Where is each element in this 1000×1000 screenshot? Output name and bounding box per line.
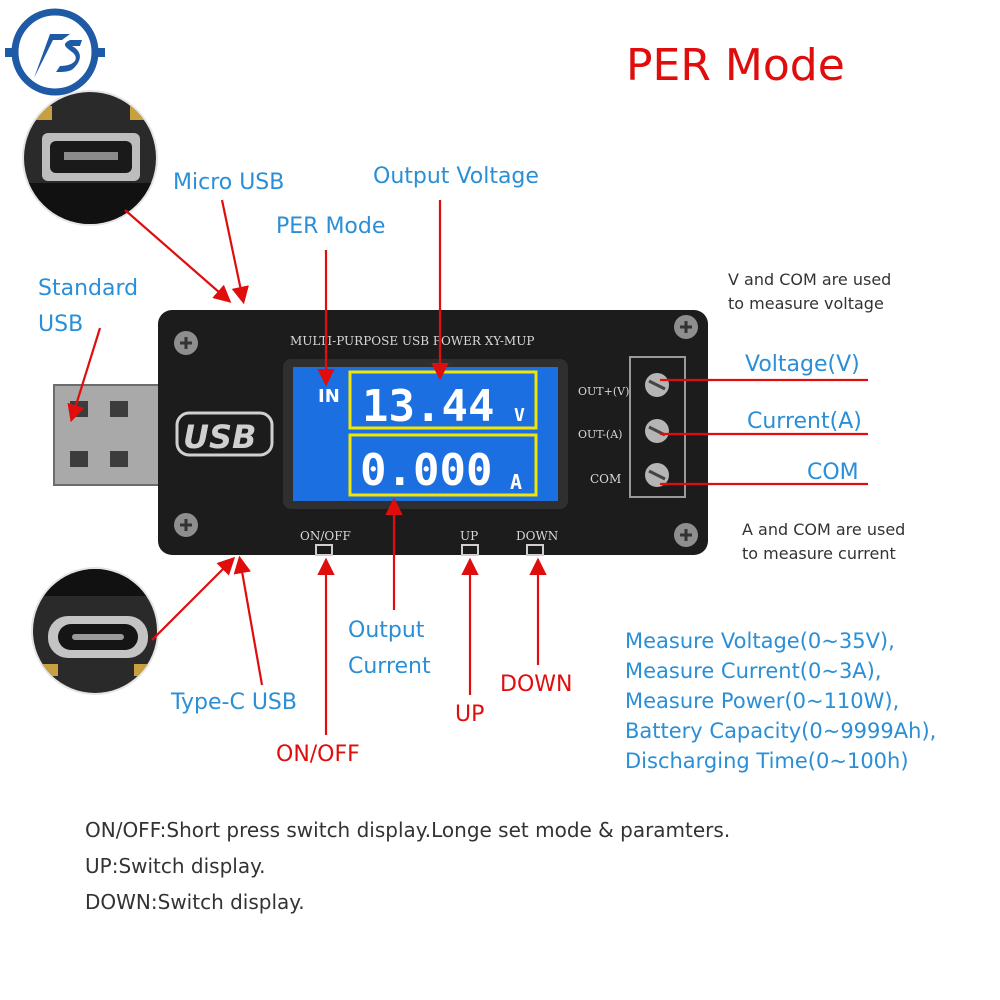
footer-line-down: DOWN:Switch display. <box>85 890 305 914</box>
lcd-voltage-unit: V <box>514 405 525 426</box>
arrow-type-c-photo <box>151 556 236 641</box>
down-button[interactable] <box>526 544 544 556</box>
spec-item: Measure Voltage(0~35V), <box>625 629 895 653</box>
on-off-button[interactable] <box>315 544 333 556</box>
lcd-mode-indicator: IN <box>318 386 340 407</box>
label-type-c-usb: Type-C USB <box>171 690 297 715</box>
terminal-label-out-plus: OUT+(V) <box>578 385 629 398</box>
note-current-line2: to measure current <box>742 544 896 563</box>
lcd-voltage-value: 13.44 <box>362 381 494 432</box>
label-output-voltage: Output Voltage <box>373 164 539 189</box>
arrow-type-c-label <box>233 555 264 686</box>
label-down: DOWN <box>500 672 573 697</box>
micro-usb-photo <box>22 90 158 226</box>
footer-line-on-off: ON/OFF:Short press switch display.Longe … <box>85 818 731 842</box>
board-header-text: MULTI-PURPOSE USB POWER XY-MUP <box>290 334 534 348</box>
note-current-measure: A and COM are used to measure current <box>742 518 905 566</box>
usb-logo: USB <box>175 411 274 457</box>
usb-a-plug <box>53 384 170 486</box>
spec-list: Measure Voltage(0~35V), Measure Current(… <box>625 626 936 776</box>
lcd-current-unit: A <box>510 470 522 494</box>
label-standard-usb-line1: Standard <box>38 276 139 301</box>
spec-item: Measure Power(0~110W), <box>625 689 900 713</box>
arrow-micro-usb-label <box>220 199 249 305</box>
label-current: Current(A) <box>747 409 862 434</box>
button-label-up: UP <box>460 529 478 543</box>
note-voltage-measure: V and COM are used to measure voltage <box>728 268 891 316</box>
note-voltage-line1: V and COM are used <box>728 270 892 289</box>
label-output-current-line2: Current <box>348 654 431 679</box>
arrow-standard-usb <box>67 327 102 423</box>
screw-bottom-right <box>674 523 698 547</box>
label-up: UP <box>455 702 485 727</box>
footer-line-up: UP:Switch display. <box>85 854 266 878</box>
button-label-on-off: ON/OFF <box>300 529 351 543</box>
spec-item: Discharging Time(0~100h) <box>625 749 909 773</box>
arrow-micro-usb-photo <box>124 209 232 303</box>
spec-item: Battery Capacity(0~9999Ah), <box>625 719 937 743</box>
label-output-current-line1: Output <box>348 618 425 643</box>
note-current-line1: A and COM are used <box>742 520 906 539</box>
up-button[interactable] <box>461 544 479 556</box>
page-title: PER Mode <box>626 40 845 91</box>
terminal-label-out-minus: OUT-(A) <box>578 428 622 441</box>
label-standard-usb-line2: USB <box>38 312 84 337</box>
label-micro-usb: Micro USB <box>173 170 285 195</box>
usb-logo-text: USB <box>183 418 256 456</box>
type-c-usb-photo <box>31 567 159 695</box>
note-voltage-line2: to measure voltage <box>728 294 884 313</box>
screw-bottom-left <box>174 513 198 537</box>
button-descriptions: ON/OFF:Short press switch display.Longe … <box>85 812 730 920</box>
label-com: COM <box>807 460 859 485</box>
device-board: MULTI-PURPOSE USB POWER XY-MUP USB IN 13… <box>53 310 708 556</box>
brand-logo <box>5 8 105 96</box>
terminal-com[interactable] <box>645 463 669 487</box>
lcd-display: IN 13.44 V 0.000 A <box>283 359 568 509</box>
screw-top-right <box>674 315 698 339</box>
label-on-off: ON/OFF <box>276 742 360 767</box>
terminal-label-com: COM <box>590 472 621 486</box>
lcd-current-value: 0.000 <box>360 445 492 496</box>
screw-top-left <box>174 331 198 355</box>
spec-item: Measure Current(0~3A), <box>625 659 882 683</box>
button-label-down: DOWN <box>516 529 558 543</box>
label-voltage: Voltage(V) <box>745 352 860 377</box>
label-per-mode: PER Mode <box>276 214 386 239</box>
